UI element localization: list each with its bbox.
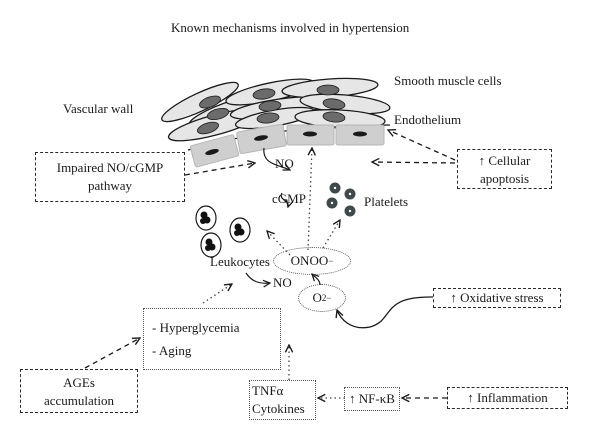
apoptosis-to-endothelium-arrow: [388, 130, 456, 161]
platelet: [329, 182, 341, 194]
ages-arrow: [84, 338, 140, 369]
cellular-apoptosis-box: ↑ Cellular apoptosis: [457, 149, 552, 189]
impaired-no-line-2: pathway: [87, 177, 133, 193]
leukocyte: [229, 217, 251, 243]
label-no-top: NO: [275, 156, 294, 171]
impaired-no-cgmp-box: Impaired NO/cGMP pathway: [35, 152, 185, 202]
platelet-cells: [326, 182, 356, 217]
label-o2: O: [312, 290, 322, 305]
ages-line-2: accumulation: [43, 392, 115, 408]
leukocyte: [200, 232, 222, 258]
apoptosis-line-1: ↑ Cellular: [478, 153, 531, 168]
onoo-oval: ONOO−: [273, 247, 351, 275]
label-smooth-muscle-cells: Smooth muscle cells: [394, 73, 502, 88]
risk-factors-box: - Hyperglycemia - Aging: [143, 308, 281, 370]
endothelium-to-no-arrow: [263, 147, 290, 170]
risk-factors-arrow: [202, 284, 232, 304]
platelet: [344, 188, 356, 200]
oxidative-stress-box: ↑ Oxidative stress: [433, 288, 561, 308]
label-endothelium: Endothelium: [394, 112, 462, 127]
smooth-muscle-nuclei: [197, 84, 346, 135]
apoptosis-line-2: apoptosis: [479, 170, 530, 186]
leukocyte-cells: [195, 205, 251, 258]
o2-subscript: 2: [321, 293, 327, 303]
label-vascular-wall: Vascular wall: [63, 101, 134, 116]
risk-hyperglycemia: - Hyperglycemia: [152, 320, 240, 335]
ages-line-1: AGEs: [63, 375, 95, 390]
onoo-charge: −: [328, 256, 334, 266]
oxidative-stress-arrow: [337, 296, 434, 329]
diagram-title: Known mechanisms involved in hypertensio…: [171, 20, 410, 35]
nfkb-box: ↑ NF-κB: [344, 387, 400, 411]
label-platelets: Platelets: [364, 194, 409, 209]
platelet: [326, 197, 338, 209]
risk-aging: - Aging: [152, 342, 192, 358]
onoo-to-platelets-arrow: [322, 220, 340, 249]
inflammation-box: ↑ Inflammation: [447, 387, 568, 409]
leukocyte: [195, 205, 217, 231]
impaired-no-line-1: Impaired NO/cGMP: [56, 160, 164, 175]
ages-accumulation-box: AGEs accumulation: [20, 369, 138, 413]
o2-charge: −: [326, 293, 332, 303]
leukocytes-to-no-arrow: [245, 272, 270, 283]
label-onoo: ONOO: [290, 253, 329, 268]
onoo-to-endothelium-arrow: [307, 148, 312, 251]
label-cgmp: cGMP: [272, 191, 306, 206]
no-to-cgmp-arrow: [280, 192, 288, 207]
apoptosis-to-center-arrow: [372, 162, 456, 163]
tnf-cytokines-box: TNFα Cytokines: [249, 380, 316, 420]
platelet: [344, 205, 356, 217]
label-no-bottom: NO: [273, 275, 292, 290]
tnf-line-1: TNFα: [252, 383, 284, 398]
endothelial-nuclei: [205, 131, 367, 156]
label-leukocytes: Leukocytes: [210, 254, 270, 269]
impaired-no-arrow: [184, 163, 255, 176]
tnf-line-2: Cytokines: [252, 400, 305, 416]
